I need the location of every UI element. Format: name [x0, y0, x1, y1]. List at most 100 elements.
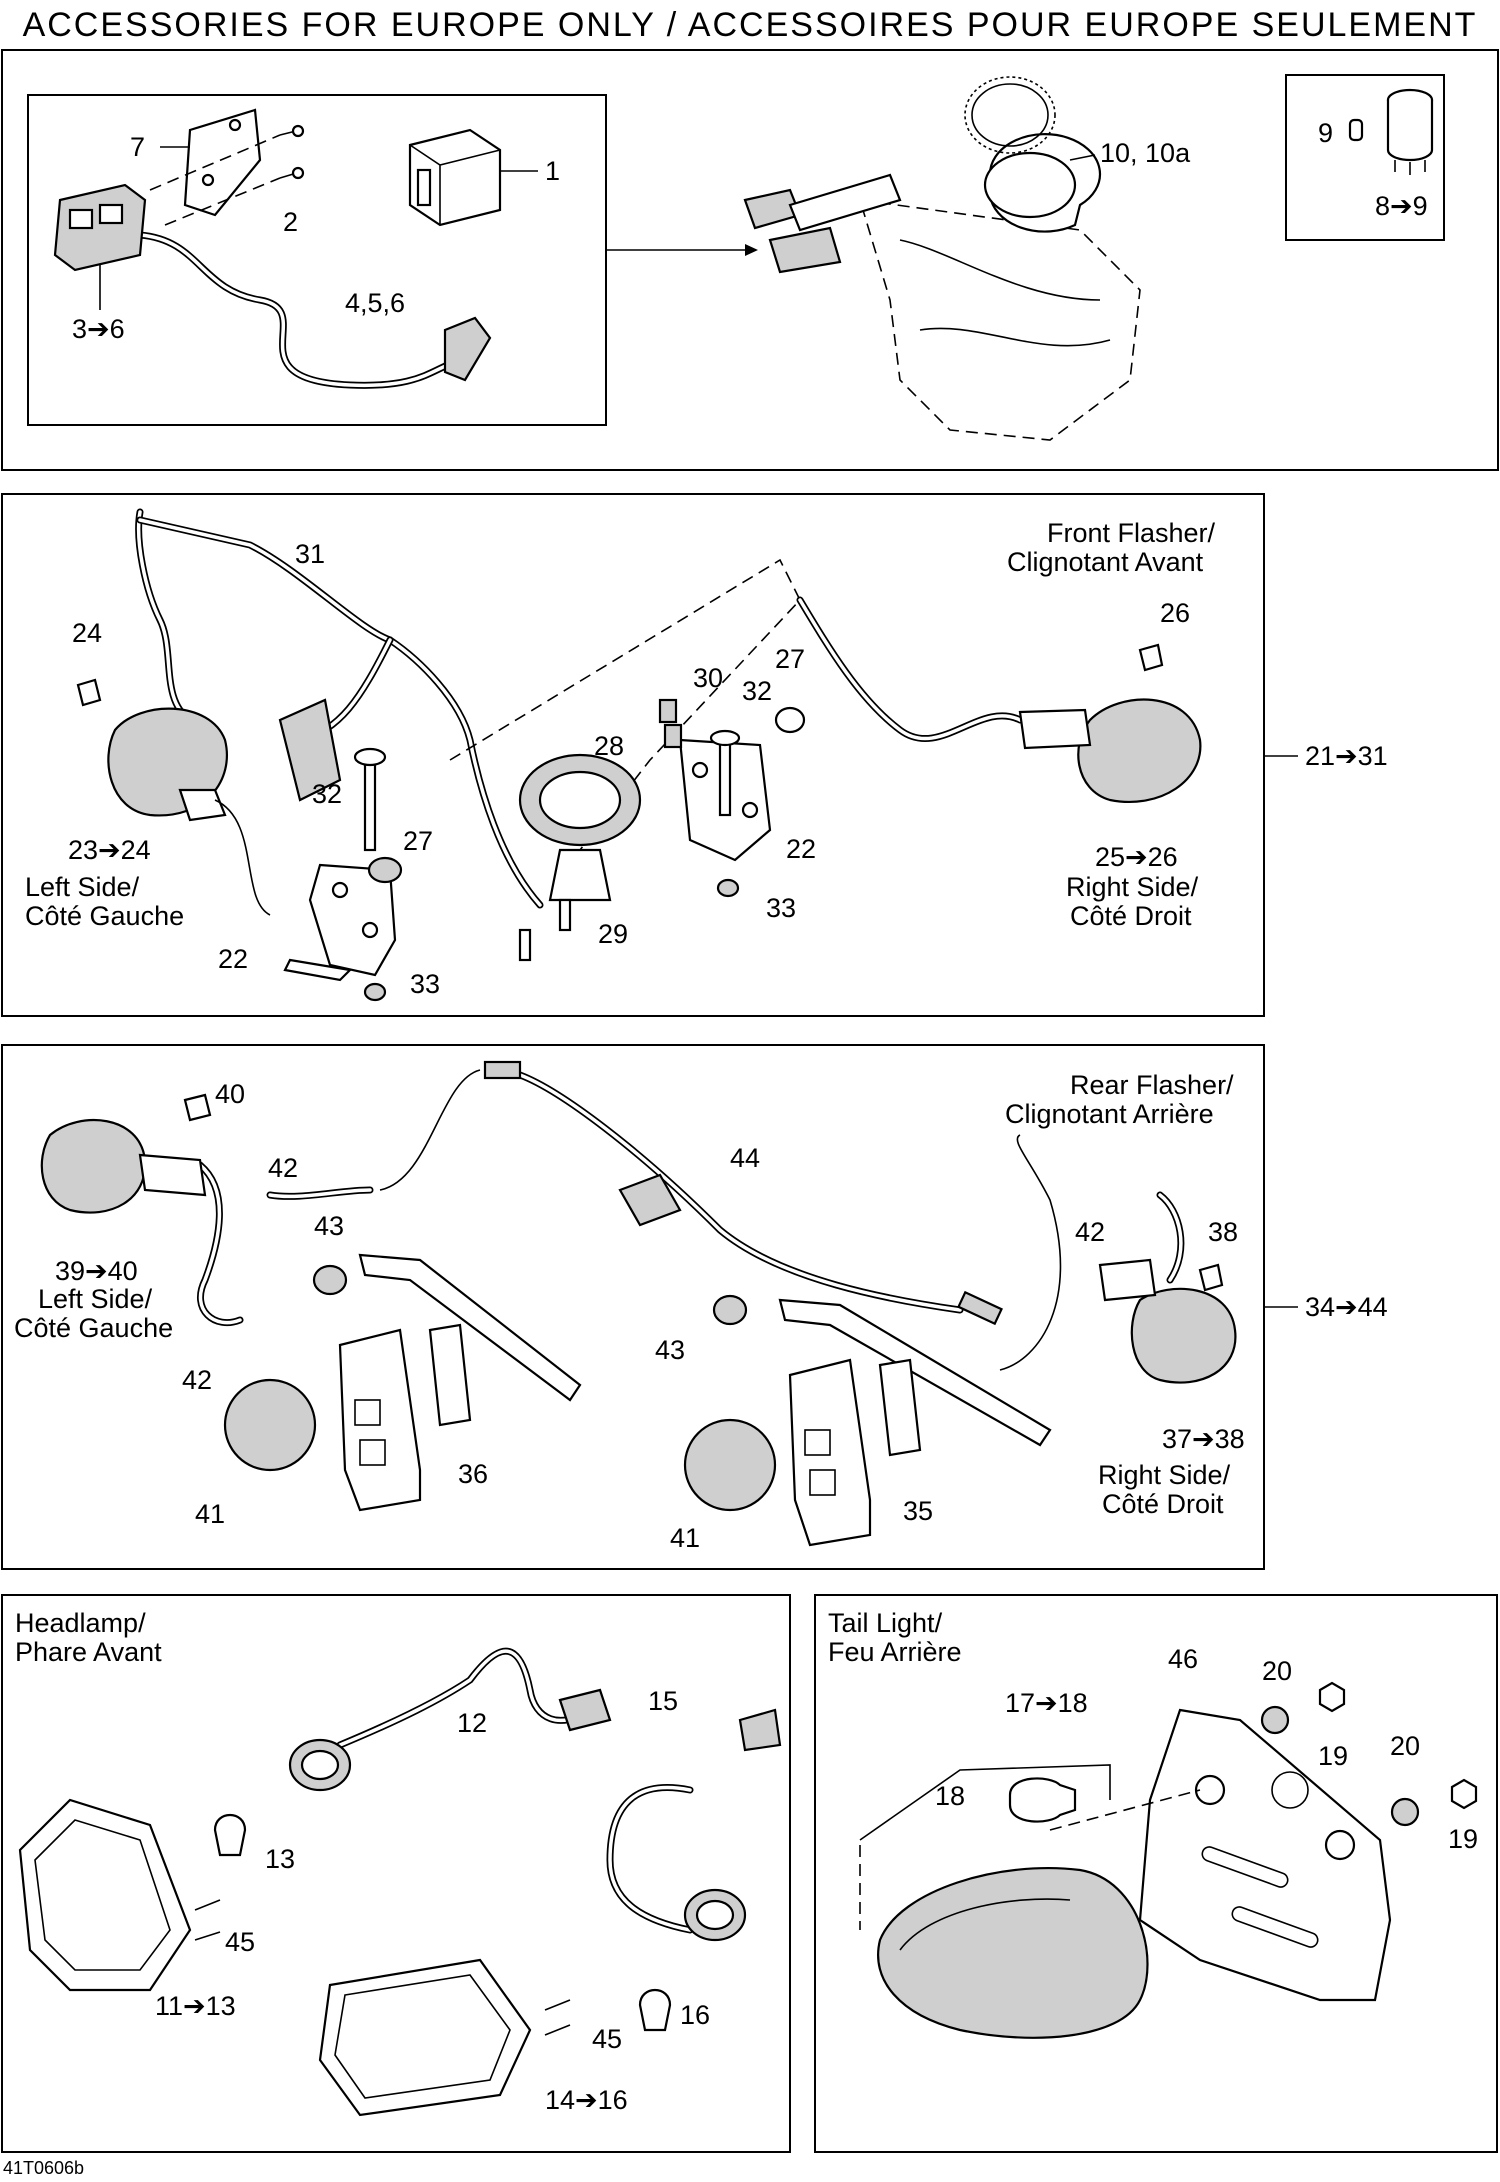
- switch-part: [53, 183, 147, 272]
- rear-range-label: 34➔44: [1305, 1292, 1388, 1322]
- label-30: 30: [693, 663, 723, 693]
- label-26: 26: [1160, 598, 1190, 628]
- label-42-right: 42: [1075, 1217, 1105, 1247]
- top-inner-frame: [27, 94, 607, 426]
- label-29: 29: [598, 919, 628, 949]
- label-18: 18: [935, 1781, 965, 1811]
- relay-part: [408, 128, 502, 227]
- tail-title-line1: Tail Light/: [828, 1608, 943, 1638]
- headlamp-panel: Headlamp/ Phare Avant 12 15 13 45 11➔13 …: [15, 1608, 782, 2117]
- label-28: 28: [594, 731, 624, 761]
- label-9: 9: [1318, 118, 1333, 148]
- front-right-line1: Right Side/: [1066, 872, 1199, 902]
- label-45-right: 45: [592, 2024, 622, 2054]
- label-20-bottom: 20: [1390, 1731, 1420, 1761]
- label-36: 36: [458, 1459, 488, 1489]
- label-4-5-6: 4,5,6: [345, 288, 405, 318]
- label-37-38: 37➔38: [1162, 1424, 1245, 1454]
- label-12: 12: [457, 1708, 487, 1738]
- figure-code: 41T0606b: [3, 2158, 84, 2178]
- front-flasher-panel: Front Flasher/ Clignotant Avant 21➔31 Le…: [25, 508, 1388, 1002]
- headlamp-left: [18, 1798, 192, 1992]
- top-panel-frame: [1, 49, 1499, 471]
- label-46: 46: [1168, 1644, 1198, 1674]
- label-40: 40: [215, 1079, 245, 1109]
- tail-panel-frame: [814, 1594, 1498, 2153]
- headlamp-title-line1: Headlamp/: [15, 1608, 146, 1638]
- front-range-label: 21➔31: [1305, 741, 1388, 771]
- label-10-10a: 10, 10a: [1100, 138, 1191, 168]
- label-35: 35: [903, 1496, 933, 1526]
- label-33-left: 33: [410, 969, 440, 999]
- label-19-top: 19: [1318, 1741, 1348, 1771]
- right-front-flasher: [1077, 698, 1202, 803]
- label-13: 13: [265, 1844, 295, 1874]
- label-7: 7: [130, 132, 145, 162]
- label-22-right: 22: [786, 834, 816, 864]
- tail-light-panel: Tail Light/ Feu Arrière 17➔18 18 46 20 1…: [828, 1608, 1478, 2039]
- label-38: 38: [1208, 1217, 1238, 1247]
- headlamp-title-line2: Phare Avant: [15, 1637, 162, 1667]
- label-32-right: 32: [742, 676, 772, 706]
- rear-flasher-panel: Rear Flasher/ Clignotant Arrière 34➔44 L…: [14, 1060, 1388, 1553]
- front-title-line1: Front Flasher/: [1047, 518, 1216, 548]
- label-16: 16: [680, 2000, 710, 2030]
- rear-left-line1: Left Side/: [38, 1284, 153, 1314]
- label-45-left: 45: [225, 1927, 255, 1957]
- label-31: 31: [295, 539, 325, 569]
- headlamp-right: [318, 1958, 532, 2117]
- rear-connector: [618, 1173, 682, 1227]
- label-20-top: 20: [1262, 1656, 1292, 1686]
- page-title: ACCESSORIES FOR EUROPE ONLY / ACCESSOIRE…: [22, 6, 1478, 44]
- label-23-24: 23➔24: [68, 835, 151, 865]
- right-rear-flasher: [1130, 1287, 1237, 1384]
- rear-left-line2: Côté Gauche: [14, 1313, 173, 1343]
- label-1: 1: [545, 156, 560, 186]
- label-27-right: 27: [775, 644, 805, 674]
- label-27-left: 27: [403, 826, 433, 856]
- tail-title-line2: Feu Arrière: [828, 1637, 962, 1667]
- front-left-line1: Left Side/: [25, 872, 140, 902]
- left-rear-plate: [358, 1253, 582, 1402]
- bulb-16: [638, 1989, 672, 2032]
- bulb-13: [213, 1814, 247, 1857]
- label-43-left: 43: [314, 1211, 344, 1241]
- label-17-18: 17➔18: [1005, 1688, 1088, 1718]
- label-25-26: 25➔26: [1095, 842, 1178, 872]
- rear-title-line1: Rear Flasher/: [1070, 1070, 1234, 1100]
- left-rear-flasher: [40, 1118, 147, 1214]
- label-19-bottom: 19: [1448, 1824, 1478, 1854]
- tail-light-lens: [877, 1866, 1149, 2039]
- rear-right-line1: Right Side/: [1098, 1460, 1231, 1490]
- license-plate-bracket: [1138, 1708, 1392, 2002]
- label-11-13: 11➔13: [155, 1991, 236, 2021]
- label-39-40: 39➔40: [55, 1256, 138, 1286]
- label-41-left: 41: [195, 1499, 225, 1529]
- label-41-right: 41: [670, 1523, 700, 1553]
- label-42-left-top: 42: [268, 1153, 298, 1183]
- top-switch-frame: [1285, 74, 1445, 241]
- front-title-line2: Clignotant Avant: [1007, 547, 1204, 577]
- label-33-right: 33: [766, 893, 796, 923]
- tail-bulb: [1008, 1777, 1077, 1823]
- harness-connector: [278, 698, 342, 802]
- front-panel-frame: [1, 493, 1265, 1017]
- label-44: 44: [730, 1143, 760, 1173]
- label-2: 2: [283, 207, 298, 237]
- rear-right-line2: Côté Droit: [1102, 1489, 1224, 1519]
- right-rear-plate: [778, 1298, 1052, 1447]
- connector-part: [443, 316, 492, 382]
- label-3-6: 3➔6: [72, 314, 125, 344]
- label-15: 15: [648, 1686, 678, 1716]
- label-24: 24: [72, 618, 102, 648]
- label-14-16: 14➔16: [545, 2085, 628, 2115]
- rear-title-line2: Clignotant Arrière: [1005, 1099, 1214, 1129]
- front-left-line2: Côté Gauche: [25, 901, 184, 931]
- top-panel: 7 1 2 3➔6 4,5,6 10, 10a 9 8➔9: [53, 76, 1434, 441]
- front-right-line2: Côté Droit: [1070, 901, 1192, 931]
- label-22-left: 22: [218, 944, 248, 974]
- headlamp-panel-frame: [1, 1594, 791, 2153]
- label-32-left: 32: [312, 779, 342, 809]
- label-43-right: 43: [655, 1335, 685, 1365]
